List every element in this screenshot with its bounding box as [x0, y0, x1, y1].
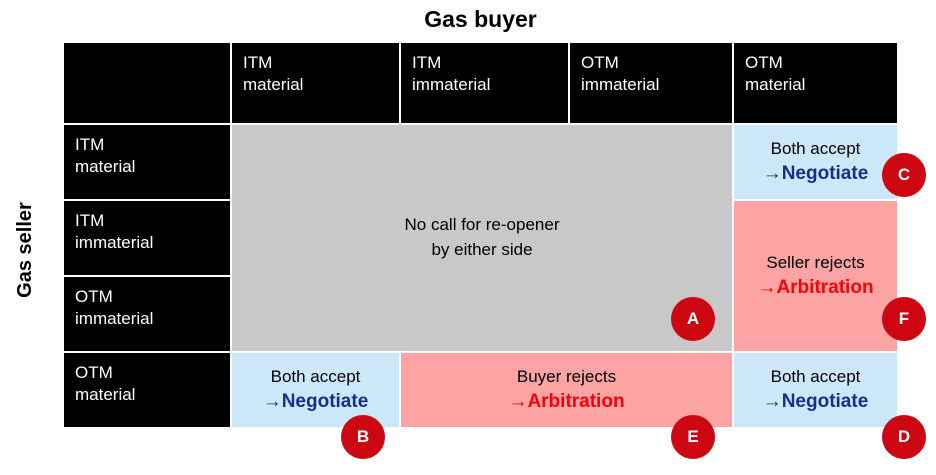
column-header-itm-immaterial: ITM immaterial: [400, 42, 569, 124]
badge-c[interactable]: C: [882, 153, 926, 197]
row-axis-title: Gas seller: [14, 202, 36, 298]
matrix-corner-cell: [63, 42, 231, 124]
badge-b[interactable]: B: [341, 415, 385, 459]
row-header-otm-immaterial: OTM immaterial: [63, 276, 231, 352]
region-buyer-rejects-e[interactable]: Buyer rejects →Arbitration: [400, 352, 733, 428]
region-seller-rejects-f[interactable]: Seller rejects →Arbitration: [733, 200, 898, 352]
region-b-line2: →Negotiate: [262, 390, 369, 412]
region-f-line2: →Arbitration: [757, 276, 874, 298]
decision-matrix: ITM material ITM immaterial OTM immateri…: [63, 42, 898, 428]
region-d-line1: Both accept: [770, 366, 861, 386]
region-no-call-for-reopener[interactable]: No call for re-opener by either side: [231, 124, 733, 352]
region-b-line1: Both accept: [270, 366, 361, 386]
column-header-itm-material: ITM material: [231, 42, 400, 124]
row-header-otm-material: OTM material: [63, 352, 231, 428]
column-axis-title: Gas buyer: [424, 6, 537, 32]
region-e-line1: Buyer rejects: [516, 366, 617, 386]
region-f-line1: Seller rejects: [766, 252, 865, 272]
region-no-reopener-line1: No call for re-opener: [404, 215, 560, 235]
region-both-accept-c[interactable]: Both accept →Negotiate: [733, 124, 898, 200]
region-d-line2: →Negotiate: [762, 390, 869, 412]
badge-d[interactable]: D: [882, 415, 926, 459]
row-header-itm-immaterial: ITM immaterial: [63, 200, 231, 276]
badge-e[interactable]: E: [671, 415, 715, 459]
region-no-reopener-line2: by either side: [431, 240, 533, 259]
column-header-otm-immaterial: OTM immaterial: [569, 42, 733, 124]
region-c-line1: Both accept: [770, 138, 861, 158]
column-header-otm-material: OTM material: [733, 42, 898, 124]
badge-a[interactable]: A: [671, 297, 715, 341]
row-header-itm-material: ITM material: [63, 124, 231, 200]
region-both-accept-d[interactable]: Both accept →Negotiate: [733, 352, 898, 428]
region-c-line2: →Negotiate: [762, 162, 869, 184]
region-e-line2: →Arbitration: [508, 390, 625, 412]
badge-f[interactable]: F: [882, 297, 926, 341]
region-both-accept-b[interactable]: Both accept →Negotiate: [231, 352, 400, 428]
